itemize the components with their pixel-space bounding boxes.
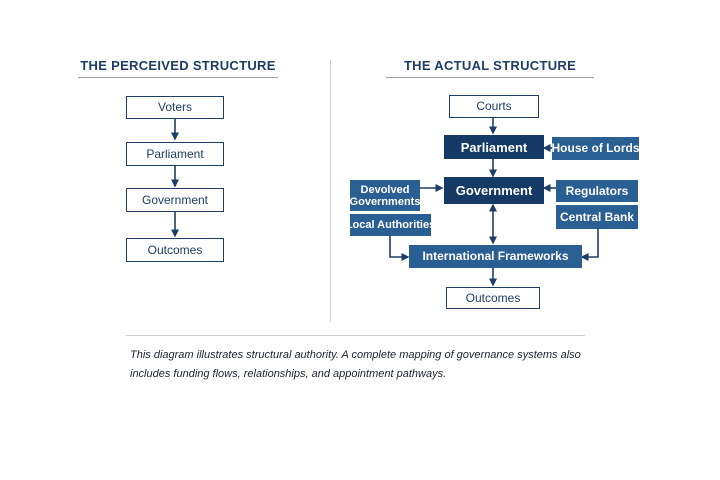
node-regulators: Regulators [556,180,638,202]
footnote-rule [126,335,585,336]
node-courts: Courts [449,95,539,118]
node-international-frameworks: International Frameworks [409,245,582,268]
perceived-heading-rule [78,77,278,78]
arrow-central-bank-to-international [580,229,599,261]
column-divider [330,60,331,322]
node-central-bank: Central Bank [556,205,638,229]
node-parliament-perceived: Parliament [126,142,224,166]
node-government-actual: Government [444,177,544,204]
node-parliament-actual: Parliament [444,135,544,159]
node-house-of-lords: House of Lords [552,137,640,160]
node-local-authorities: Local Authorities [346,214,435,236]
node-outcomes-perceived: Outcomes [126,238,224,262]
arrow-local-authorities-to-international [389,236,410,261]
node-devolved-governments: Devolved Governments [350,180,420,211]
perceived-structure-heading: THE PERCEIVED STRUCTURE [80,58,276,73]
footnote-text: This diagram illustrates structural auth… [130,349,581,380]
node-outcomes-actual: Outcomes [446,287,540,309]
node-voters: Voters [126,96,224,119]
node-government-perceived: Government [126,188,224,212]
actual-structure-heading: THE ACTUAL STRUCTURE [403,58,577,73]
actual-heading-rule [386,77,594,78]
